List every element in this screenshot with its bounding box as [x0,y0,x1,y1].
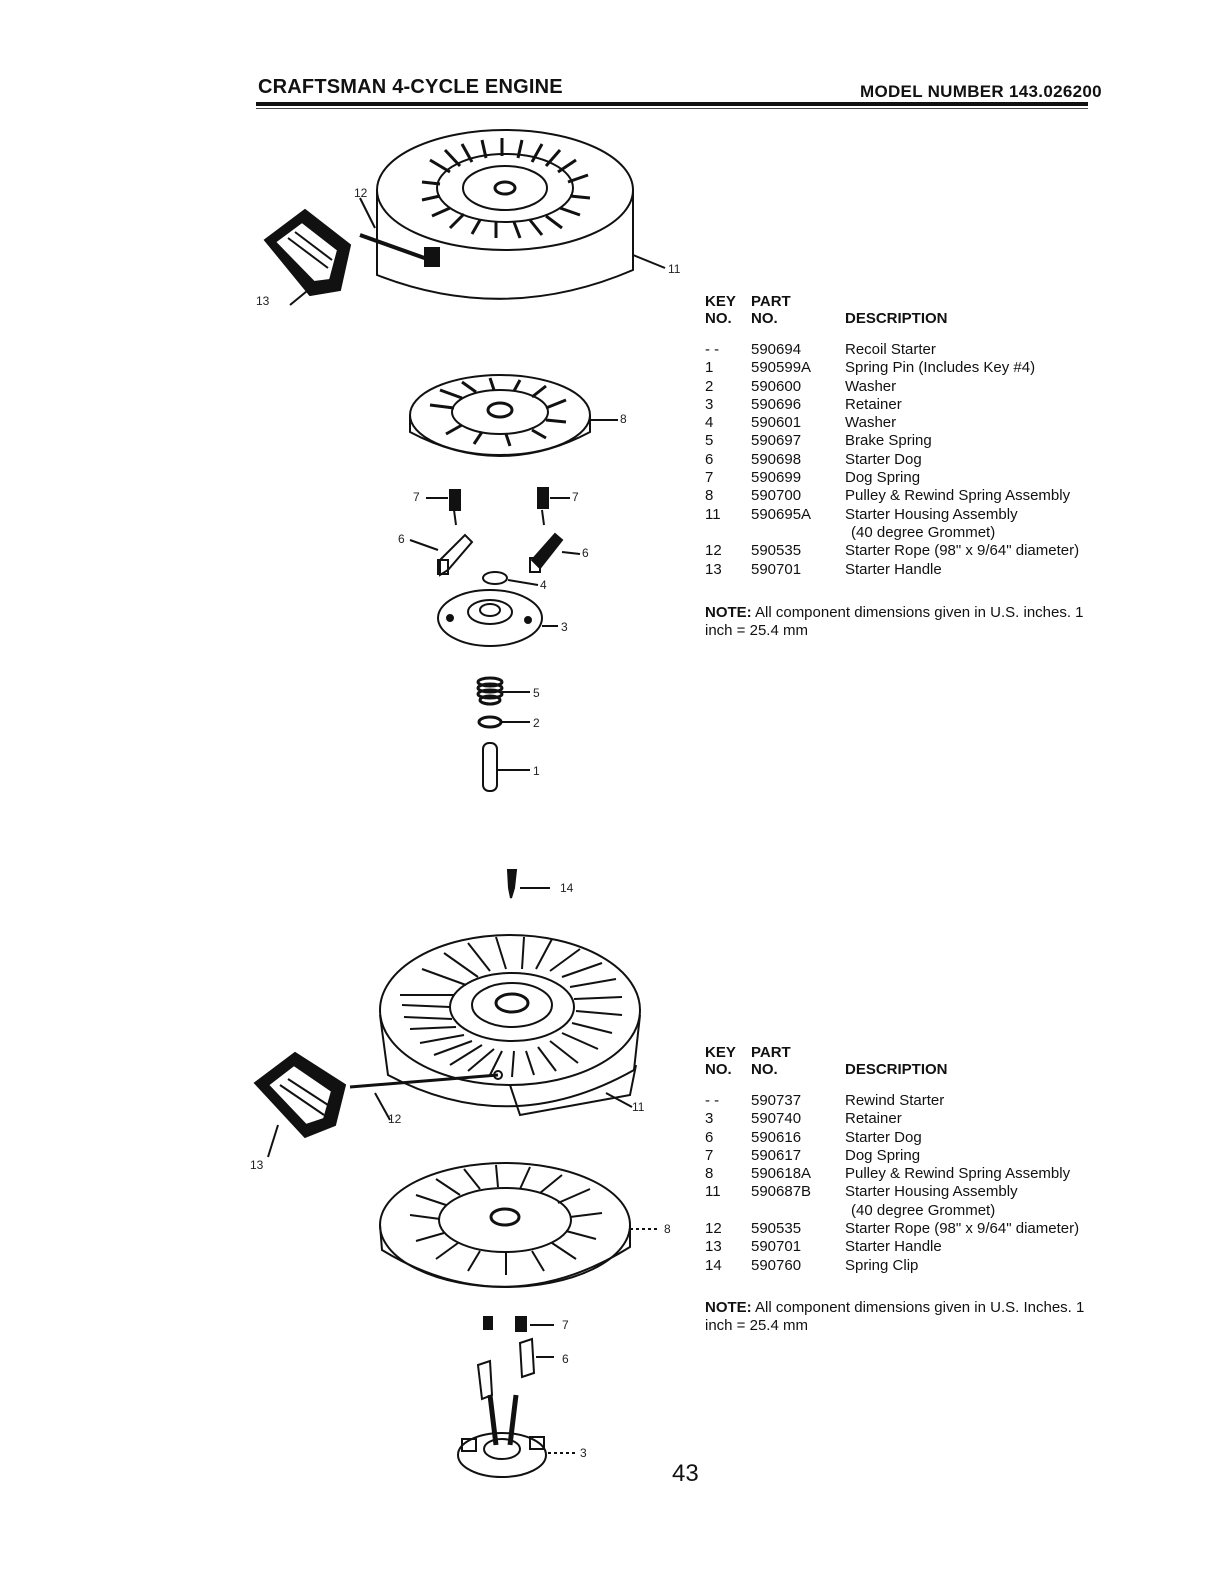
recoil-starter-diagram [240,120,680,920]
header-key-no: NO. [705,310,732,327]
callout-1: 1 [533,764,540,778]
header-part: PART [751,1044,791,1061]
housing-side [376,190,634,300]
header-part: PART [751,293,791,310]
callout-4: 4 [540,578,547,592]
rewind-starter-drawing [253,934,660,1478]
header-key: KEY [705,1044,736,1061]
callout-11-b: 11 [632,1100,645,1114]
header-description: DESCRIPTION [845,310,948,327]
callout-13: 13 [256,294,270,308]
callout-12: 12 [354,186,368,200]
note-1: NOTE: All component dimensions given in … [705,604,1095,640]
callout-8: 8 [620,412,627,426]
header-rule-thin [256,108,1088,109]
note-label: NOTE: [705,1299,752,1316]
header-part-no: NO. [751,310,778,327]
housing-top-ellipse [376,129,634,251]
header-key: KEY [705,293,736,310]
note-text: All component dimensions given in U.S. I… [705,1299,1085,1334]
callout-7-b: 7 [562,1318,569,1332]
callout-6-b: 6 [562,1352,569,1366]
model-number: MODEL NUMBER 143.026200 [860,82,1102,101]
callout-12-b: 12 [388,1112,402,1126]
recoil-starter-drawing [263,129,666,899]
callout-3: 3 [561,620,568,634]
callout-13-b: 13 [250,1158,264,1172]
callout-6-right: 6 [582,546,589,560]
page-title: CRAFTSMAN 4-CYCLE ENGINE [258,76,563,98]
note-text: All component dimensions given in U.S. i… [705,604,1084,639]
header-key-no: NO. [705,1061,732,1078]
callout-6-left: 6 [398,532,405,546]
note-2: NOTE: All component dimensions given in … [705,1299,1095,1335]
header-part-no: NO. [751,1061,778,1078]
callout-14: 14 [560,881,574,895]
table-row: (40 degree Grommet) [851,1201,996,1219]
header-description: DESCRIPTION [845,1061,948,1078]
rewind-starter-diagram [240,925,680,1505]
callout-7-left: 7 [413,490,420,504]
callout-2: 2 [533,716,540,730]
page-number: 43 [672,1460,699,1487]
note-label: NOTE: [705,604,752,621]
callout-8-b: 8 [664,1222,671,1236]
callout-5: 5 [533,686,540,700]
callout-3-b: 3 [580,1446,587,1460]
callout-7-right: 7 [572,490,579,504]
callout-11: 11 [668,262,681,276]
header-rule [256,102,1088,106]
table-row: (40 degree Grommet) [851,523,996,541]
